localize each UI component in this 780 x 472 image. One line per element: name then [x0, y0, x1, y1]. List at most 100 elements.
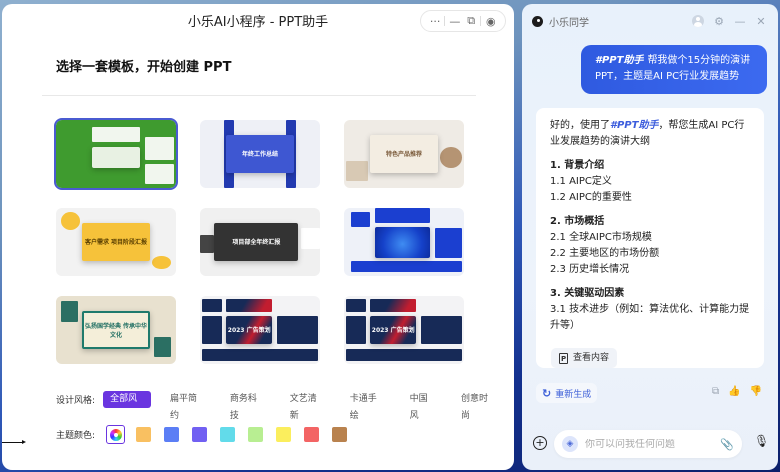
intro-text: 好的，使用了 [550, 120, 610, 131]
template-cover: 特色产品推荐 [370, 134, 438, 174]
ppt-assistant-window: 小乐AI小程序 - PPT助手 ··· — ⧉ ◉ 选择一套模板，开始创建 PP… [2, 4, 514, 470]
style-option-cartoon[interactable]: 卡通手绘 [349, 394, 377, 421]
settings-icon[interactable]: ⚙ [714, 14, 724, 28]
color-swatch-green[interactable] [248, 427, 263, 442]
avatar[interactable] [691, 14, 705, 28]
template-card-navy-red[interactable]: 2023 广告策划 [200, 296, 320, 364]
template-card-royal-blue[interactable] [344, 208, 464, 276]
cube-skill-icon[interactable]: ◈ [562, 436, 578, 452]
section-title: 2. 市场概括 [550, 216, 605, 227]
ai-intro: 好的，使用了#PPT助手，帮您生成AI PC行业发展趋势的演讲大纲 [550, 118, 750, 150]
divider [444, 16, 446, 26]
template-cover: 客户需求 项目阶段汇报 [82, 222, 150, 262]
outline-section: 3. 关键驱动因素 3.1 技术进步（例如：算法优化、计算能力提升等） [550, 286, 750, 334]
template-cover [92, 147, 140, 168]
template-card-blue[interactable]: 年终工作总结 [200, 120, 320, 188]
minimize-icon[interactable]: — [449, 14, 461, 28]
template-card-navy-red-2[interactable]: 2023 广告策划 [344, 296, 464, 364]
color-all-swatch[interactable] [106, 425, 125, 444]
view-content-button[interactable]: 查看内容 [551, 348, 618, 368]
template-card-green[interactable] [54, 118, 178, 190]
chat-input-box: ◈ 📎 [554, 430, 742, 458]
slide-thumb [351, 212, 371, 228]
thumbs-down-icon[interactable]: 👎 [749, 386, 762, 397]
window-controls: ··· — ⧉ ◉ [420, 10, 506, 32]
template-cover [375, 227, 431, 259]
divider [480, 16, 482, 26]
ppt-file-icon [559, 351, 568, 367]
refresh-icon: ↻ [542, 386, 552, 400]
assistant-chat-window: 小乐同学 ⚙ — ✕ #PPT助手帮我做个15分钟的演讲PPT，主题是AI PC… [522, 4, 778, 470]
template-card-beige[interactable]: 特色产品推荐 [344, 120, 464, 188]
section-item: 1.2 AIPC的重要性 [550, 192, 632, 203]
style-option-business[interactable]: 商务科技 [229, 394, 257, 421]
template-card-dark[interactable]: 项目部全年终汇报 [200, 208, 320, 276]
regenerate-label: 重新生成 [555, 389, 592, 400]
slide-thumb [154, 336, 172, 358]
style-option-all[interactable]: 全部风格 [103, 391, 151, 421]
style-option-creative[interactable]: 创意时尚 [461, 394, 489, 421]
thumbs-up-icon[interactable]: 👍 [728, 386, 741, 397]
slide-thumb [60, 212, 80, 230]
template-cover: 2023 广告策划 [370, 316, 416, 344]
slide-thumb [60, 301, 78, 322]
slide-thumb [202, 316, 222, 344]
color-swatch-yellow[interactable] [276, 427, 291, 442]
color-wheel-icon [109, 428, 122, 441]
chat-header: 小乐同学 ⚙ — ✕ [532, 10, 768, 32]
color-swatch-purple[interactable] [192, 427, 207, 442]
section-item: 2.2 主要地区的市场份额 [550, 248, 660, 259]
outline-section: 2. 市场概括 2.1 全球AIPC市场规模 2.2 主要地区的市场份额 2.3… [550, 214, 750, 278]
user-message-text: 帮我做个15分钟的演讲PPT，主题是AI PC行业发展趋势 [595, 55, 751, 82]
chat-input[interactable] [585, 438, 721, 450]
color-swatch-blue[interactable] [164, 427, 179, 442]
style-option-chinese[interactable]: 中国风 [409, 394, 428, 421]
template-grid: 年终工作总结 特色产品推荐 客户需求 项目阶段汇报 项目部全年终汇报 [54, 118, 464, 364]
view-content-label: 查看内容 [573, 353, 610, 363]
ppt-assistant-tag[interactable]: #PPT助手 [610, 120, 659, 131]
close-icon[interactable]: ✕ [756, 14, 766, 28]
slide-thumb [144, 163, 174, 184]
page-heading: 选择一套模板，开始创建 PPT [56, 60, 232, 75]
color-swatch-red[interactable] [304, 427, 319, 442]
color-swatch-orange[interactable] [136, 427, 151, 442]
paperclip-icon[interactable]: 📎 [720, 437, 734, 451]
slide-thumb [346, 349, 462, 362]
section-item: 2.1 全球AIPC市场规模 [550, 232, 652, 243]
style-option-flat[interactable]: 扁平简约 [169, 394, 197, 421]
slide-thumb [435, 228, 462, 259]
template-cover: 项目部全年终汇报 [214, 222, 299, 262]
template-card-chinese[interactable]: 弘扬国学经典 传承中华文化 [56, 296, 176, 364]
minimize-icon[interactable]: — [734, 14, 746, 28]
copy-icon[interactable]: ⧉ [711, 386, 720, 397]
slide-thumb [346, 160, 368, 182]
slide-thumb [152, 255, 172, 270]
microphone-icon[interactable]: 🎙 [754, 434, 770, 448]
user-message-bubble: #PPT助手帮我做个15分钟的演讲PPT，主题是AI PC行业发展趋势 [581, 45, 767, 94]
regenerate-button[interactable]: ↻ 重新生成 [536, 383, 598, 403]
slide-thumb [226, 298, 272, 313]
ppt-assistant-tag[interactable]: #PPT助手 [595, 55, 644, 66]
slide-thumb [300, 228, 320, 249]
template-card-yellow[interactable]: 客户需求 项目阶段汇报 [56, 208, 176, 276]
feedback-actions: ⧉ 👍 👎 [712, 386, 762, 397]
outline-section: 1. 背景介绍 1.1 AIPC定义 1.2 AIPC的重要性 [550, 158, 750, 206]
template-cover: 2023 广告策划 [226, 316, 272, 344]
close-icon[interactable]: ◉ [485, 14, 496, 28]
divider [42, 95, 476, 96]
slide-thumb [346, 316, 366, 344]
more-icon[interactable]: ··· [429, 14, 441, 28]
slide-thumb [92, 126, 140, 142]
section-item: 2.3 历史增长情况 [550, 264, 630, 275]
add-attachment-button[interactable]: + [533, 436, 547, 450]
slide-thumb [202, 349, 318, 362]
style-filter: 设计风格: 全部风格 扁平简约 商务科技 文艺清新 卡通手绘 中国风 创意时尚 [56, 391, 514, 421]
color-swatch-cyan[interactable] [220, 427, 235, 442]
restore-icon[interactable]: ⧉ [467, 14, 476, 27]
color-filter-label: 主题颜色: [56, 431, 96, 441]
color-swatch-brown[interactable] [332, 427, 347, 442]
style-option-artistic[interactable]: 文艺清新 [289, 394, 317, 421]
style-filter-label: 设计风格: [56, 396, 96, 406]
chat-title: 小乐同学 [549, 17, 589, 29]
section-title: 1. 背景介绍 [550, 160, 605, 171]
